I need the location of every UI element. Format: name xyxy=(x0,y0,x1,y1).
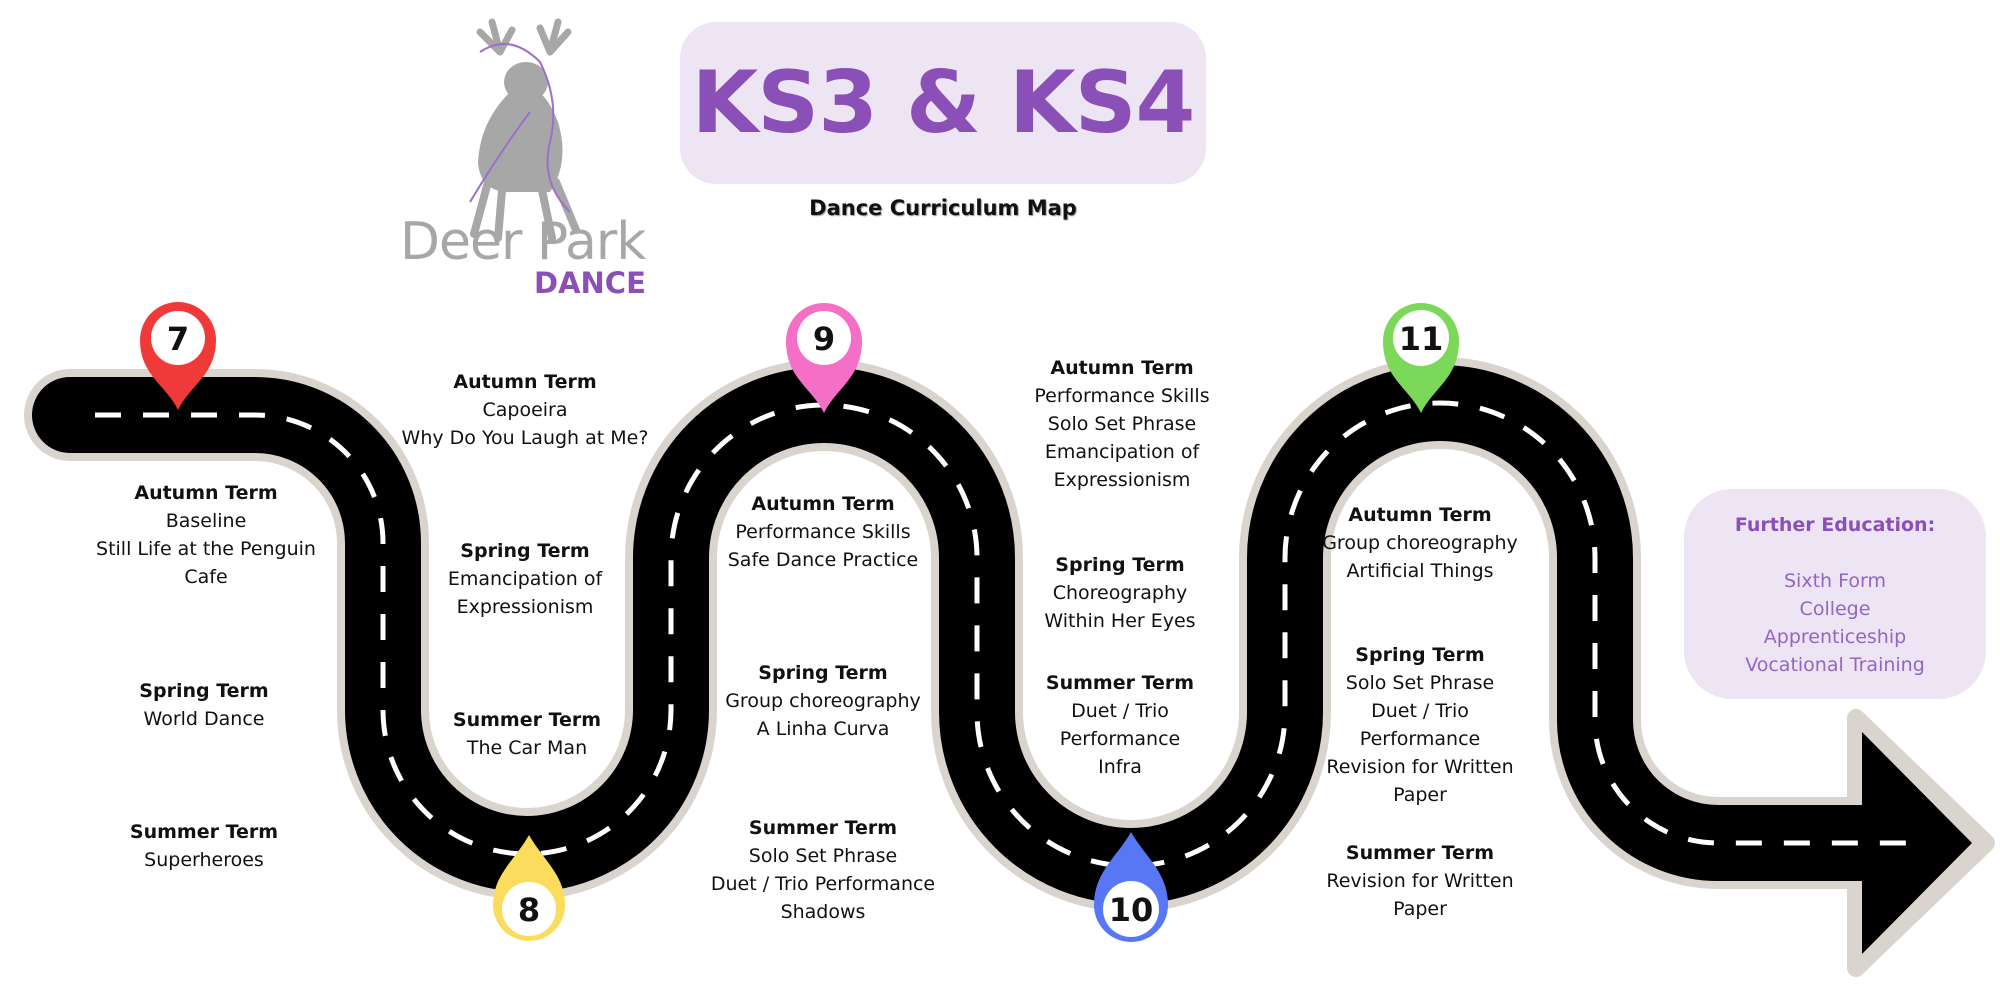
term-topic: Duet / Trio Performance xyxy=(710,873,936,895)
term-topic: Safe Dance Practice xyxy=(727,549,919,571)
pin-year-8: 8 xyxy=(493,835,565,941)
further-education-item: Vocational Training xyxy=(1745,654,1925,676)
further-education-item: College xyxy=(1799,598,1871,620)
term-topic: Infra xyxy=(1098,756,1142,778)
term-title: Summer Term xyxy=(1045,672,1195,694)
term-topic: World Dance xyxy=(143,708,265,730)
term-title: Autumn Term xyxy=(1050,357,1194,379)
further-education-title: Further Education: xyxy=(1734,514,1936,536)
term-topic: Superheroes xyxy=(144,849,264,871)
term-topic: Why Do You Laugh at Me? xyxy=(401,427,649,449)
page-subtitle: Dance Curriculum Map xyxy=(809,196,1077,220)
pin-year-9-label: 9 xyxy=(813,320,835,358)
term-title: Summer Term xyxy=(452,709,602,731)
term-topic: Shadows xyxy=(780,901,866,923)
term-topic: Emancipation of xyxy=(447,568,603,590)
term-topic: Revision for Written xyxy=(1326,870,1514,892)
term-title: Spring Term xyxy=(460,540,590,562)
term-topic: Performance xyxy=(1359,728,1481,750)
term-topic: Paper xyxy=(1393,898,1447,920)
further-education-item: Apprenticeship xyxy=(1763,626,1907,648)
term-topic: Group choreography xyxy=(1322,532,1518,554)
pin-year-11: 11 xyxy=(1383,303,1459,413)
pin-year-11-label: 11 xyxy=(1399,320,1444,358)
pin-year-7-label: 7 xyxy=(167,320,189,358)
pin-year-7: 7 xyxy=(140,302,216,410)
term-title: Spring Term xyxy=(139,680,269,702)
deer-dancer-icon xyxy=(469,18,580,242)
term-topic: Duet / Trio xyxy=(1371,700,1469,722)
term-title: Autumn Term xyxy=(751,493,895,515)
term-topic: Capoeira xyxy=(482,399,568,421)
term-title: Autumn Term xyxy=(1348,504,1492,526)
term-topic: Group choreography xyxy=(725,690,921,712)
pin-year-9: 9 xyxy=(786,303,862,413)
term-topic: Expressionism xyxy=(1053,469,1191,491)
term-topic: Paper xyxy=(1393,784,1447,806)
term-topic: Performance Skills xyxy=(735,521,911,543)
logo-text-dance: DANCE xyxy=(534,266,646,300)
term-topic: Baseline xyxy=(165,510,247,532)
term-title: Spring Term xyxy=(758,662,888,684)
term-topic: The Car Man xyxy=(466,737,588,759)
term-topic: Solo Set Phrase xyxy=(748,845,898,867)
term-topic: Duet / Trio xyxy=(1071,700,1169,722)
logo-text-deer-park: Deer Park xyxy=(400,212,646,272)
term-topic: Solo Set Phrase xyxy=(1047,413,1197,435)
term-title: Summer Term xyxy=(1345,842,1495,864)
term-topic: Within Her Eyes xyxy=(1044,610,1196,632)
pin-year-10: 10 xyxy=(1094,832,1168,942)
term-topic: Still Life at the Penguin xyxy=(96,538,316,560)
term-topic: Artificial Things xyxy=(1346,560,1494,582)
term-topic: Solo Set Phrase xyxy=(1345,672,1495,694)
term-topic: Revision for Written xyxy=(1326,756,1514,778)
term-topic: Cafe xyxy=(184,566,228,588)
road-centre-line xyxy=(95,400,1910,869)
further-education-panel: Further Education: Sixth Form College Ap… xyxy=(1684,489,1986,699)
further-education-item: Sixth Form xyxy=(1784,570,1886,592)
term-topic: Choreography xyxy=(1052,582,1188,604)
term-title: Autumn Term xyxy=(453,371,597,393)
term-topic: Performance Skills xyxy=(1034,385,1210,407)
pin-year-10-label: 10 xyxy=(1109,891,1154,929)
term-topic: Performance xyxy=(1059,728,1181,750)
pin-year-8-label: 8 xyxy=(518,891,540,929)
term-title: Autumn Term xyxy=(134,482,278,504)
term-topic: Emancipation of xyxy=(1044,441,1200,463)
title-panel: KS3 & KS4 xyxy=(680,22,1206,184)
term-title: Summer Term xyxy=(129,821,279,843)
term-topic: Expressionism xyxy=(456,596,594,618)
term-topic: A Linha Curva xyxy=(756,718,890,740)
term-title: Spring Term xyxy=(1355,644,1485,666)
road-arrowhead xyxy=(1862,732,1972,954)
term-title: Summer Term xyxy=(748,817,898,839)
page-title: KS3 & KS4 xyxy=(691,53,1196,153)
term-title: Spring Term xyxy=(1055,554,1185,576)
